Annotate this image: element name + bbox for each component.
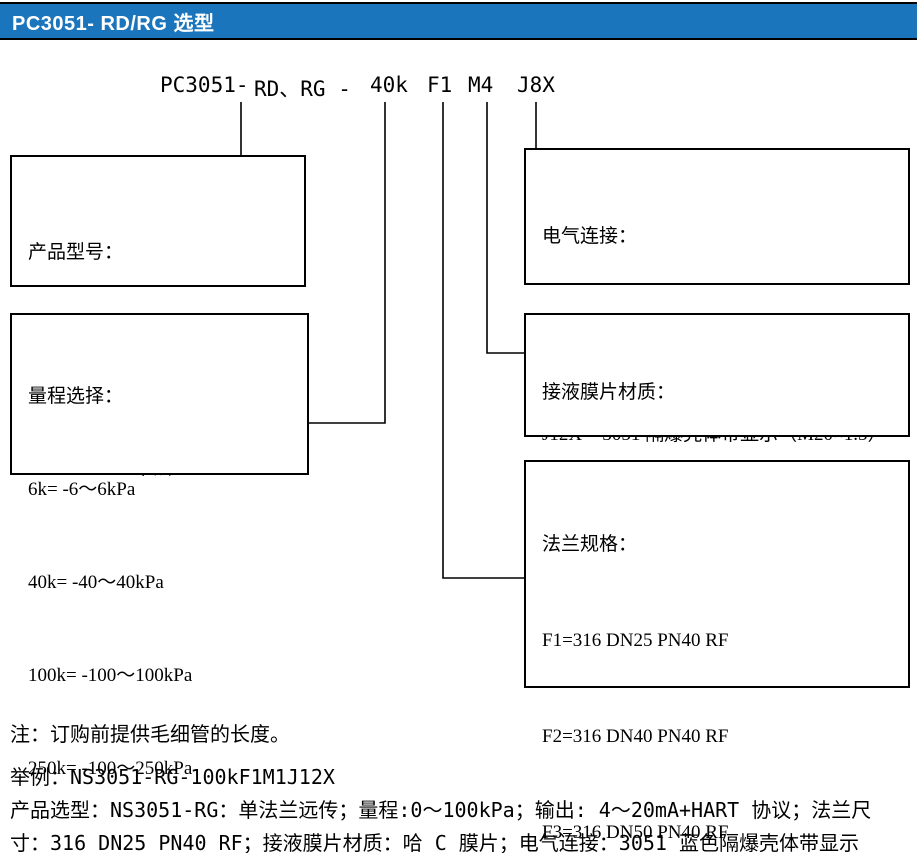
- connector-diaphragm-to-material-box: [486, 102, 524, 354]
- title-bar: PC3051- RD/RG 选型: [0, 2, 917, 40]
- page-title: PC3051- RD/RG 选型: [12, 12, 215, 35]
- box-line: F2=316 DN40 PN40 RF: [542, 726, 729, 747]
- box-title: 法兰规格：: [542, 534, 638, 555]
- box-product-model: 产品型号： NS3051-RD=双法兰 NS3051-RG=单法兰: [10, 155, 306, 479]
- model-segment-type: RD、RG -: [254, 77, 351, 101]
- box-line: 6k= -6～6kPa: [28, 479, 136, 500]
- box-title: 接液膜片材质：: [542, 382, 676, 403]
- box-line: F3=316 DN50 PN40 RF: [542, 822, 729, 843]
- example-code: 举例：NS3051-RG-100kF1M1J12X: [10, 765, 335, 789]
- model-segment-range: 40k: [370, 73, 408, 97]
- box-range-selection: 量程选择： 6k= -6～6kPa 40k= -40～40kPa 100k= -…: [10, 313, 309, 779]
- example-description: 产品选型：NS3051-RG：单法兰远传；量程:0～100kPa；输出: 4～2…: [10, 798, 872, 853]
- box-line: 100k= -100～100kPa: [28, 665, 193, 686]
- box-line: 250k= -100～250kPa: [28, 758, 193, 779]
- box-flange-spec: 法兰规格： F1=316 DN25 PN40 RF F2=316 DN40 PN…: [524, 460, 910, 843]
- model-segment-electrical: J8X: [517, 73, 555, 97]
- model-segment-flange: F1: [427, 73, 453, 97]
- box-line: 40k= -40～40kPa: [28, 572, 164, 593]
- note-capillary: 注：订购前提供毛细管的长度。: [10, 722, 290, 746]
- box-title: 电气连接：: [542, 226, 638, 247]
- box-title: 量程选择：: [28, 386, 124, 407]
- model-segment-series: PC3051-: [160, 73, 249, 97]
- connector-range-to-range-box: [309, 102, 386, 424]
- box-electrical-connection: 电气连接： J8X= 3051 壳体带显示（M20×1.5） J12X = 30…: [524, 148, 910, 544]
- connector-flange-to-flange-box: [442, 102, 524, 579]
- box-title: 产品型号：: [28, 242, 124, 263]
- model-segment-diaphragm: M4: [468, 73, 494, 97]
- box-line: F1=316 DN25 PN40 RF: [542, 630, 729, 651]
- box-diaphragm-material: 接液膜片材质： M4= 316L M1= 哈 C M2= 钽: [524, 313, 910, 673]
